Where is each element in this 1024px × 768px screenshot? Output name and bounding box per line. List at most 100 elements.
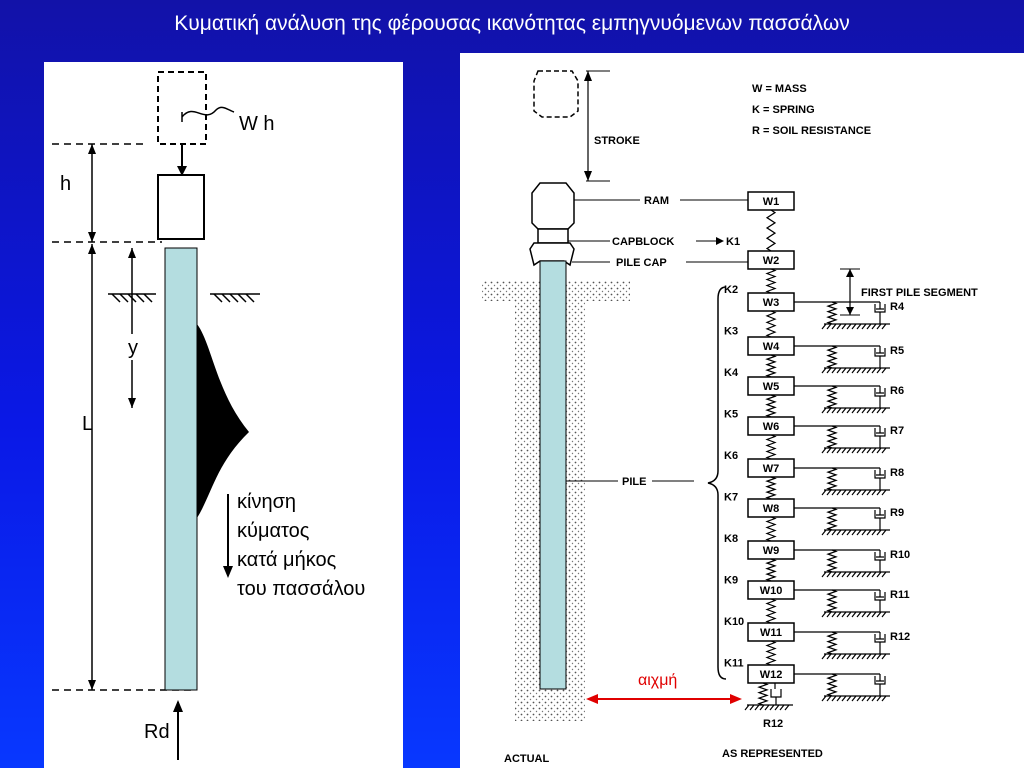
spring-label-9: K9 (724, 575, 738, 587)
soil-dashpot-4 (874, 346, 886, 368)
spring-9 (765, 558, 777, 582)
hammer-raised-outline (157, 71, 207, 145)
soil-dashpot-6 (874, 426, 886, 448)
soil-ground-4 (821, 367, 890, 374)
mass-label-9: W9 (763, 545, 780, 557)
spring-label-4: K4 (724, 367, 739, 379)
mass-label-12: W12 (760, 669, 783, 681)
spring-label-2: K2 (724, 284, 738, 296)
soil-dashpot-11 (874, 632, 886, 654)
fall-arrow-head (177, 166, 187, 176)
soil-dashpot-8 (874, 508, 886, 530)
dim-h-arrow-top (88, 144, 96, 154)
segment-arrow-top (846, 269, 854, 277)
left-diagram-panel: W h h L (44, 62, 403, 768)
capblock (537, 228, 569, 244)
segment-arrow-bottom (846, 307, 854, 315)
wave-text-3: κατά μήκος (237, 549, 337, 571)
spring-10 (765, 598, 777, 624)
right-diagram-panel: W = MASS K = SPRING R = SOIL RESISTANCE … (460, 53, 1024, 768)
soil-spring-3 (826, 301, 838, 325)
mass-label-6: W6 (763, 421, 780, 433)
legend-mass: W = MASS (752, 83, 807, 95)
soil-dashpot-9 (874, 550, 886, 572)
label-h: h (60, 173, 71, 195)
mass-label-4: W4 (763, 341, 780, 353)
spring-label-11: K11 (724, 658, 744, 670)
reaction-arrow-head (173, 700, 183, 712)
spring-label-6: K6 (724, 450, 738, 462)
mass-label-8: W8 (763, 503, 780, 515)
wave-text-2: κύματος (237, 520, 310, 542)
dim-L-arrow-top (88, 244, 96, 254)
soil-spring-5 (826, 385, 838, 409)
left-diagram: W h h L (52, 71, 365, 760)
soil-spring-7 (826, 467, 838, 491)
dim-L-arrow-bottom (88, 680, 96, 690)
hammer-impact (157, 174, 205, 240)
label-ram: RAM (644, 195, 669, 207)
spring-7 (765, 476, 777, 500)
label-pile: PILE (622, 476, 646, 488)
soil-spring-9 (826, 549, 838, 573)
soil-ground-5 (821, 407, 890, 414)
stroke-arrow-top (584, 71, 592, 81)
soil-spring-12 (826, 673, 838, 697)
soil-ground-7 (821, 489, 890, 496)
pile (164, 247, 198, 691)
label-k1: K1 (726, 236, 740, 248)
tip-resistance-label: R12 (763, 718, 783, 730)
label-pile-cap: PILE CAP (616, 257, 667, 269)
label-y: y (128, 337, 138, 359)
capblock-to-k1-arrow (716, 237, 724, 245)
spring-label-5: K5 (724, 409, 738, 421)
soil-dashpot-12 (874, 674, 886, 696)
pile-actual (539, 260, 567, 690)
spring-4 (765, 354, 777, 378)
wave-arrow-head (223, 566, 233, 578)
soil-ground-12 (821, 695, 890, 702)
pile-brace (707, 286, 727, 680)
soil-dashpot-3 (874, 302, 886, 324)
spring-label-8: K8 (724, 533, 738, 545)
tip-arrow-head-left (586, 694, 598, 704)
resistance-label-11: R11 (890, 589, 910, 601)
spring-2 (765, 268, 777, 294)
spring-label-10: K10 (724, 616, 744, 628)
mass-label-2: W2 (763, 255, 780, 267)
spring-3 (765, 310, 777, 338)
label-capblock: CAPBLOCK (612, 236, 674, 248)
label-weight: W h (239, 113, 275, 135)
mass-label-5: W5 (763, 381, 780, 393)
label-actual: ACTUAL (504, 753, 549, 765)
label-L: L (82, 413, 93, 435)
mass-label-11: W11 (760, 627, 782, 639)
soil-dashpot-5 (874, 386, 886, 408)
slide-title: Κυματική ανάλυση της φέρουσας ικανότητας… (174, 12, 850, 35)
tip-arrow-head-right (730, 694, 742, 704)
soil-spring-6 (826, 425, 838, 449)
mass-label-1: W1 (763, 196, 780, 208)
resistance-label-7: R7 (890, 425, 904, 437)
soil-spring-10 (826, 589, 838, 613)
label-reaction: Rd (144, 721, 170, 743)
label-tip: αιχμή (638, 672, 677, 689)
legend-resistance: R = SOIL RESISTANCE (752, 125, 871, 137)
resistance-label-9: R9 (890, 507, 904, 519)
resistance-label-12: R12 (890, 631, 910, 643)
resistance-label-5: R5 (890, 345, 904, 357)
label-y-bg (124, 334, 144, 360)
resistance-label-8: R8 (890, 467, 904, 479)
tip-dashpot (770, 683, 782, 705)
resistance-label-4: R4 (890, 301, 905, 313)
spring-8 (765, 516, 777, 542)
spring-5 (765, 394, 777, 418)
tip-ground (744, 704, 793, 711)
spring-11 (765, 640, 777, 666)
ram-raised-outline (533, 70, 579, 118)
dim-h-arrow-bottom (88, 232, 96, 242)
legend-spring: K = SPRING (752, 104, 815, 116)
ground-hatch-right (210, 293, 260, 303)
wave-text-1: κίνηση (237, 491, 296, 513)
